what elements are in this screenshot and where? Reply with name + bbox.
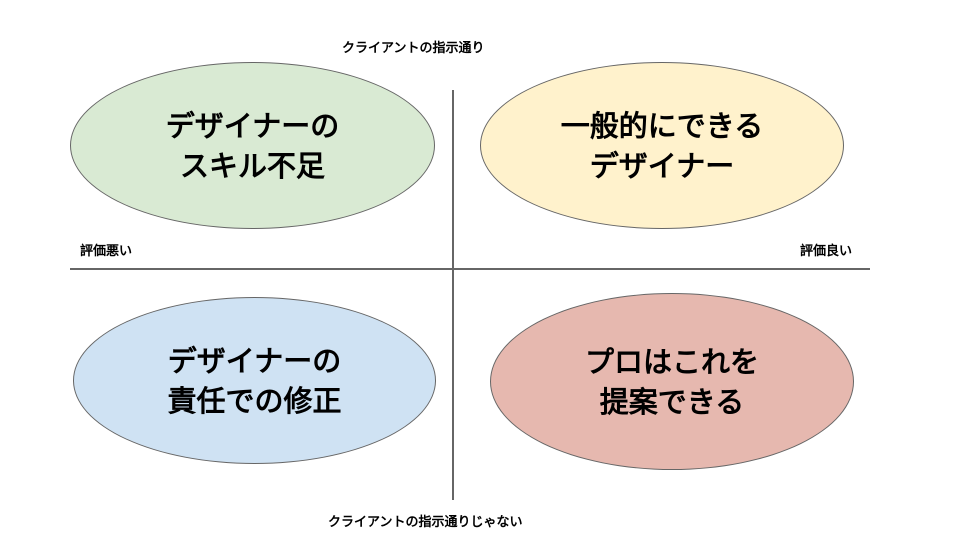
quadrant-label: 一般的にできる デザイナー [560,108,764,183]
quadrant-bottom-left: デザイナーの 責任での修正 [73,297,436,464]
axis-label-bottom: クライアントの指示通りじゃない [328,515,523,530]
vertical-axis [452,90,454,500]
quadrant-label: デザイナーの 責任での修正 [167,343,342,418]
axis-label-left: 評価悪い [80,244,133,259]
axis-label-top: クライアントの指示通り [342,41,485,56]
quadrant-label: プロはこれを 提案できる [584,344,759,419]
quadrant-top-left: デザイナーの スキル不足 [70,62,435,229]
quadrant-bottom-right: プロはこれを 提案できる [490,293,854,470]
horizontal-axis [70,268,870,270]
quadrant-label: デザイナーの スキル不足 [165,108,340,183]
axis-label-right: 評価良い [800,244,853,259]
quadrant-top-right: 一般的にできる デザイナー [480,62,844,229]
